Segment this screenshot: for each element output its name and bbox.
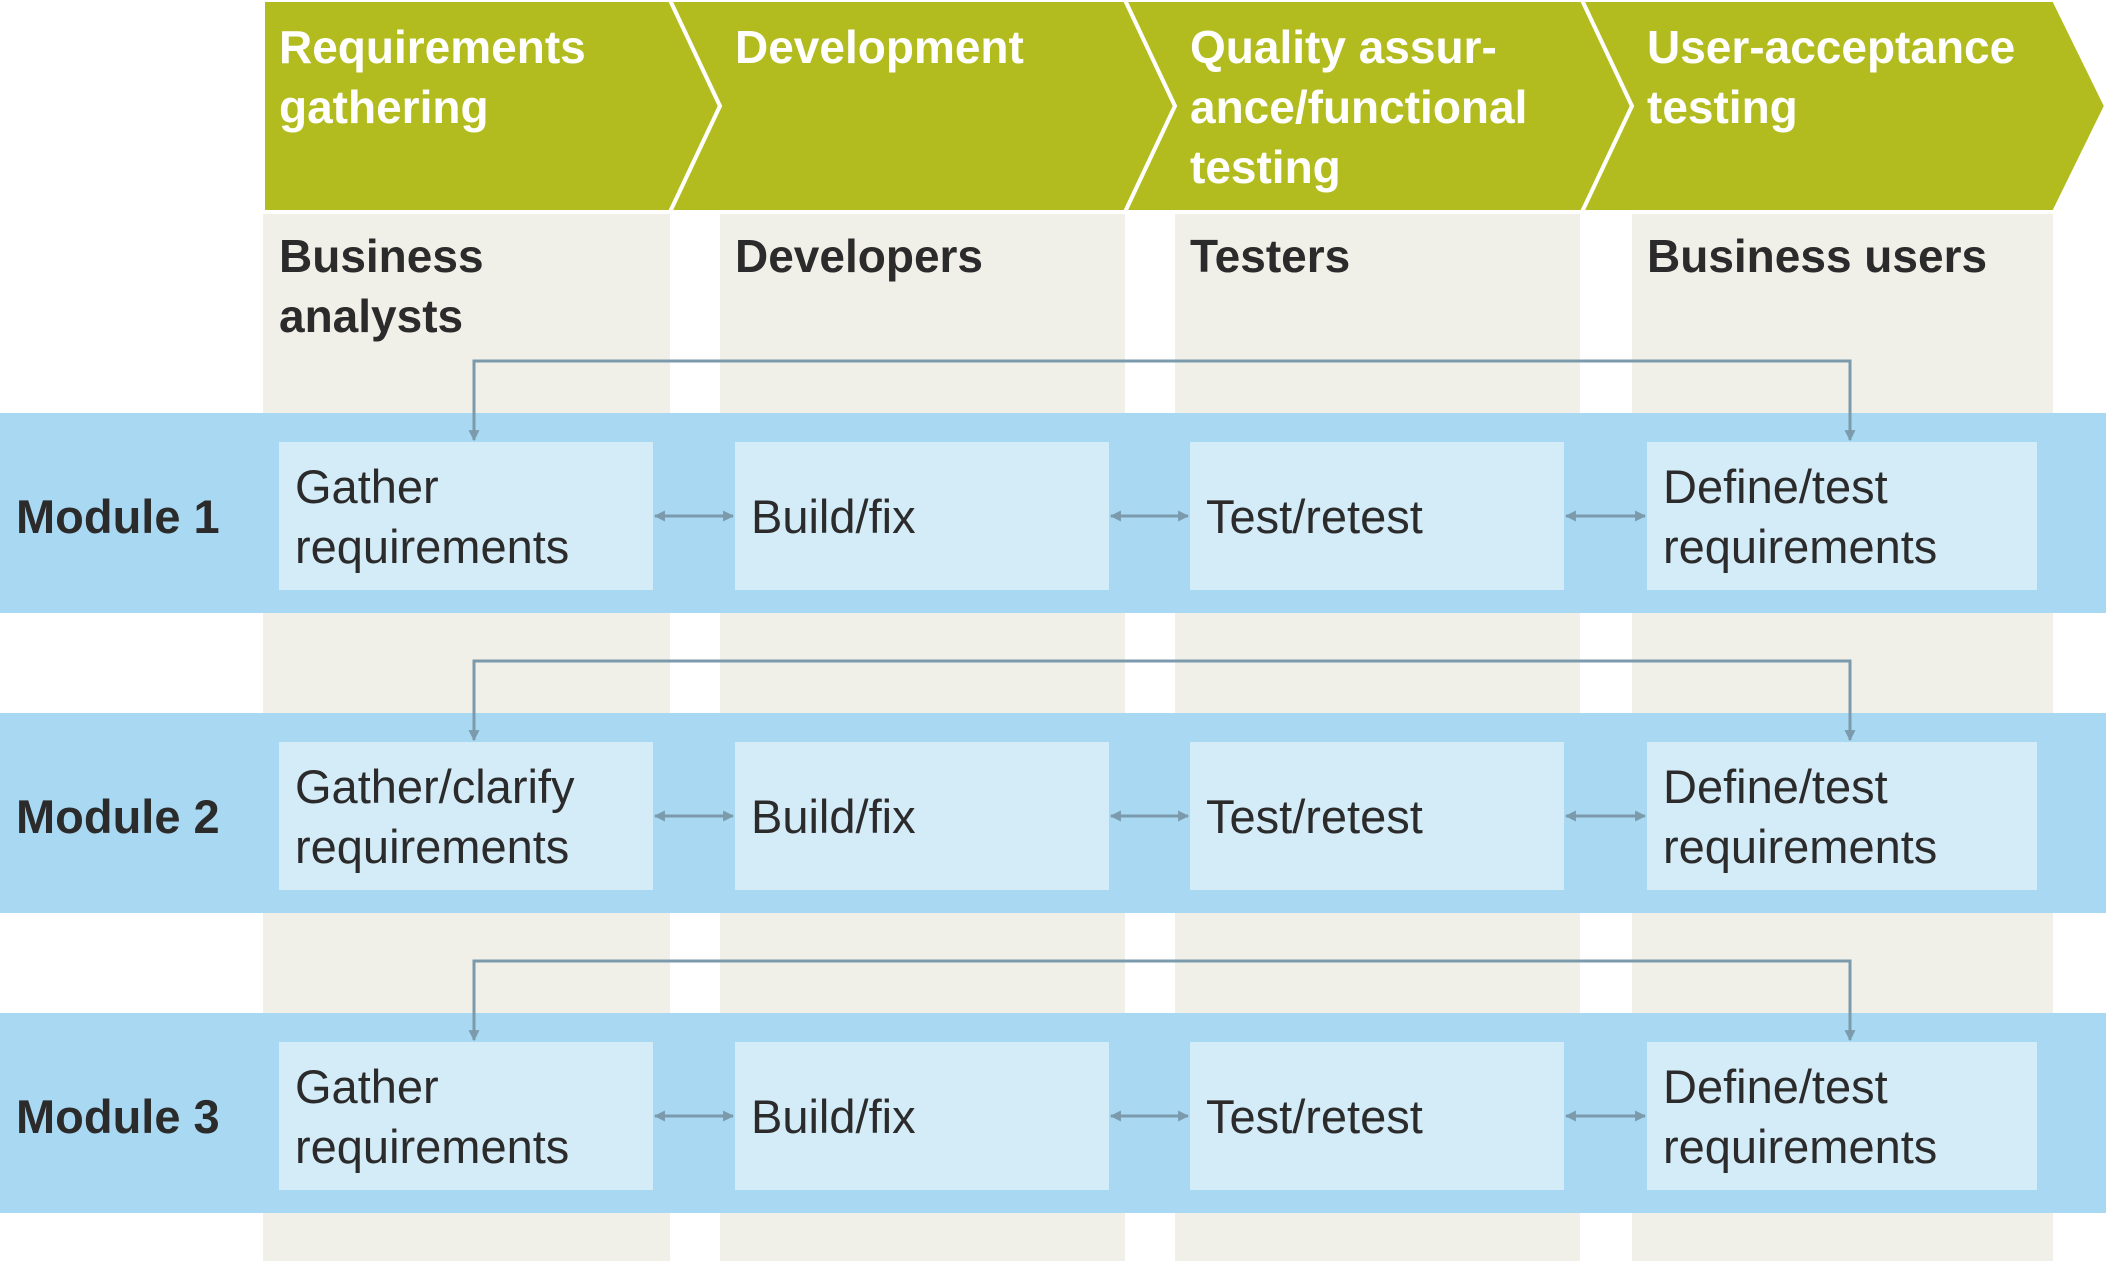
task-label: Gather/clarify requirements — [295, 760, 575, 873]
task-label-line: Gather — [295, 460, 439, 513]
task-label-line: requirements — [1663, 1120, 1937, 1173]
task-label: Gather requirements — [295, 460, 569, 573]
task-label: Gather requirements — [295, 1060, 569, 1173]
task-box — [279, 1042, 653, 1190]
phase-label-line: testing — [1190, 141, 1341, 193]
phase-label: User-acceptance testing — [1647, 21, 2015, 133]
role-label: Business analysts — [279, 230, 484, 342]
task-label-line: Gather/clarify — [295, 760, 575, 813]
task-label-line: requirements — [1663, 520, 1937, 573]
task-label: Build/fix — [751, 790, 916, 843]
task-box — [735, 442, 1109, 590]
task-label-line: Define/test — [1663, 460, 1888, 513]
task-label-line: Build/fix — [751, 790, 916, 843]
task-label-line: Gather — [295, 1060, 439, 1113]
role-label-line: analysts — [279, 290, 463, 342]
task-label-line: Build/fix — [751, 1090, 916, 1143]
task-box — [735, 742, 1109, 890]
role-label-line: Developers — [735, 230, 983, 282]
task-box — [1647, 1042, 2037, 1190]
module-label: Module 1 — [16, 490, 220, 543]
phase-label-line: Quality assur- — [1190, 21, 1497, 73]
task-label: Test/retest — [1206, 790, 1423, 843]
task-label-line: requirements — [1663, 820, 1937, 873]
task-box — [1190, 1042, 1564, 1190]
task-box — [735, 1042, 1109, 1190]
module-label: Module 2 — [16, 790, 220, 843]
feedback-loop-connector — [468, 659, 1856, 742]
task-label-line: Test/retest — [1206, 1090, 1423, 1143]
role-label: Developers — [735, 230, 983, 282]
task-label: Test/retest — [1206, 490, 1423, 543]
task-box — [1647, 442, 2037, 590]
phase-label-line: testing — [1647, 81, 1798, 133]
role-label: Business users — [1647, 230, 1987, 282]
task-box — [1190, 742, 1564, 890]
task-box — [279, 442, 653, 590]
task-box — [1190, 442, 1564, 590]
task-label-line: Build/fix — [751, 490, 916, 543]
task-label: Test/retest — [1206, 1090, 1423, 1143]
task-label-line: Test/retest — [1206, 790, 1423, 843]
phase-label: Development — [735, 21, 1024, 73]
feedback-loop-connector — [468, 359, 1856, 442]
task-label: Define/test requirements — [1663, 460, 1937, 573]
task-label-line: Define/test — [1663, 760, 1888, 813]
phase-label-line: ance/functional — [1190, 81, 1527, 133]
task-label: Define/test requirements — [1663, 1060, 1937, 1173]
module-label: Module 3 — [16, 1090, 220, 1143]
task-label-line: Define/test — [1663, 1060, 1888, 1113]
phase-label-line: Requirements — [279, 21, 586, 73]
phase-label: Requirements gathering — [279, 21, 586, 133]
task-box — [279, 742, 653, 890]
task-label: Build/fix — [751, 1090, 916, 1143]
task-label: Define/test requirements — [1663, 760, 1937, 873]
task-label-line: requirements — [295, 520, 569, 573]
role-label-line: Testers — [1190, 230, 1350, 282]
phase-chevron — [1578, 0, 2106, 214]
phase-label-line: User-acceptance — [1647, 21, 2015, 73]
role-label-line: Business users — [1647, 230, 1987, 282]
role-label: Testers — [1190, 230, 1350, 282]
role-label-line: Business — [279, 230, 484, 282]
task-label: Build/fix — [751, 490, 916, 543]
feedback-loop-connector — [468, 959, 1856, 1042]
phase-label-line: Development — [735, 21, 1024, 73]
task-label-line: requirements — [295, 1120, 569, 1173]
phase-label-line: gathering — [279, 81, 489, 133]
task-box — [1647, 742, 2037, 890]
task-label-line: Test/retest — [1206, 490, 1423, 543]
phase-label: Quality assur-ance/functional testing — [1190, 21, 1527, 193]
task-label-line: requirements — [295, 820, 569, 873]
